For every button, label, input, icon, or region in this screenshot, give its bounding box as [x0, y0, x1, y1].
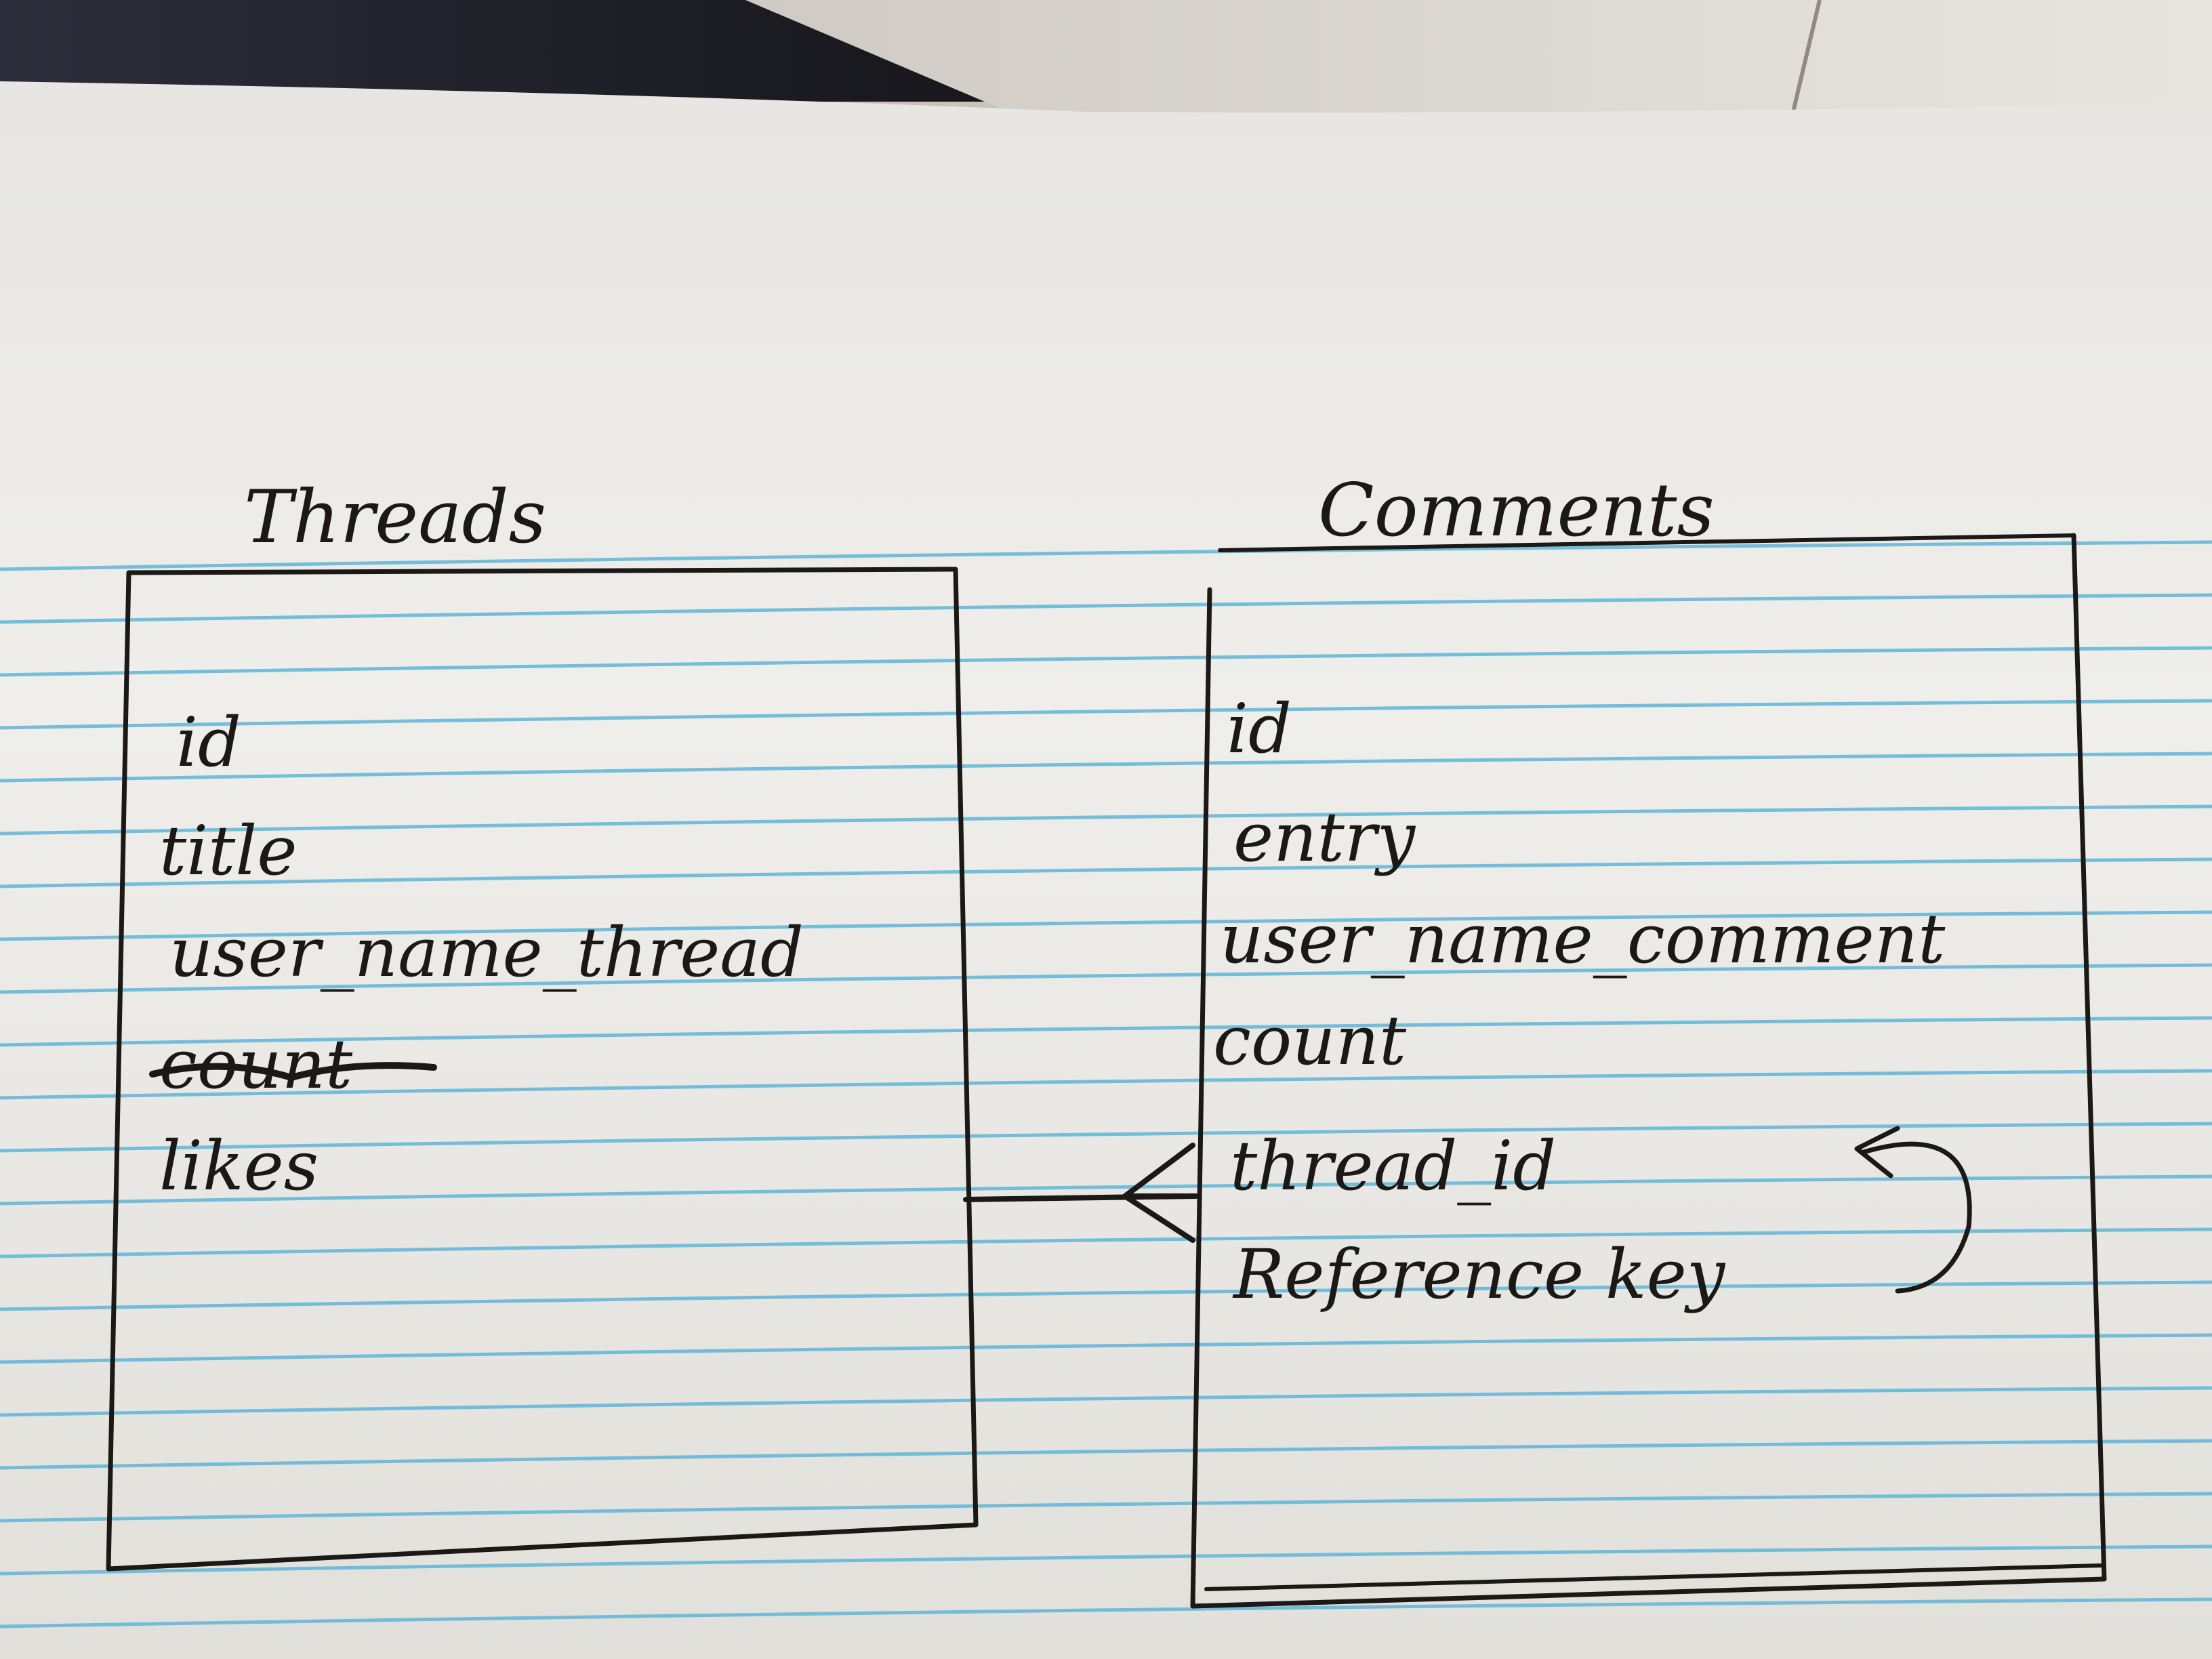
ruled-lines [0, 540, 2212, 1629]
ruled-line [0, 857, 2212, 888]
dark-object-top-left [0, 0, 1050, 102]
comments-field-user-name-comment: user_name_comment [1220, 899, 1946, 979]
threads-field-title: title [159, 811, 298, 890]
ruled-line [0, 910, 2212, 941]
ruled-line [0, 1227, 2212, 1258]
comments-note-reference-key: Reference key [1232, 1235, 1726, 1314]
ruled-line [0, 1544, 2212, 1576]
ruled-line [0, 963, 2212, 994]
ruled-line [0, 646, 2212, 677]
ruled-line [0, 1492, 2212, 1523]
threads-box [106, 567, 979, 1572]
threads-title: Threads [244, 475, 546, 560]
ruled-line [0, 540, 2212, 571]
comments-field-thread-id: thread_id [1230, 1126, 1556, 1206]
comments-field-id: id [1227, 689, 1292, 769]
relationship-connector [963, 1143, 1199, 1243]
ruled-line [0, 1122, 2212, 1153]
threads-count-strikethrough [149, 1062, 437, 1081]
comments-box [1190, 533, 2107, 1609]
comments-box-double-bottom [1204, 1563, 2103, 1591]
ruled-line [0, 1386, 2212, 1417]
ruled-line [0, 1439, 2212, 1470]
ruled-line [0, 1016, 2212, 1047]
ruled-line [0, 1174, 2212, 1206]
reference-key-arrow [1861, 1141, 1972, 1294]
light-surface-top-right [745, 0, 2212, 129]
ruled-line [0, 1280, 2212, 1311]
ruled-line [0, 1069, 2212, 1100]
ruled-line [0, 699, 2212, 730]
surface-seam [1787, 0, 1822, 129]
threads-field-count: count [159, 1025, 353, 1104]
comments-field-entry: entry [1233, 798, 1416, 877]
ruled-line [0, 752, 2212, 783]
reference-key-arrowhead [1854, 1126, 1900, 1179]
threads-field-user-name-thread: user_name_thread [169, 913, 804, 992]
ruled-line [0, 1597, 2212, 1629]
ruled-line [0, 1333, 2212, 1364]
comments-field-count: count [1213, 1001, 1407, 1080]
comments-title-underline [1218, 533, 2076, 552]
threads-field-id: id [176, 703, 241, 782]
ruled-line [0, 804, 2212, 836]
comments-entity: Comments id entry user_name_comment coun… [1190, 468, 2107, 1609]
comments-title: Comments [1318, 468, 1715, 553]
threads-field-likes: likes [159, 1126, 319, 1206]
ruled-line [0, 593, 2212, 624]
threads-entity: Threads id title user_name_thread count … [106, 475, 979, 1572]
crows-foot-many-icon [1122, 1143, 1195, 1243]
